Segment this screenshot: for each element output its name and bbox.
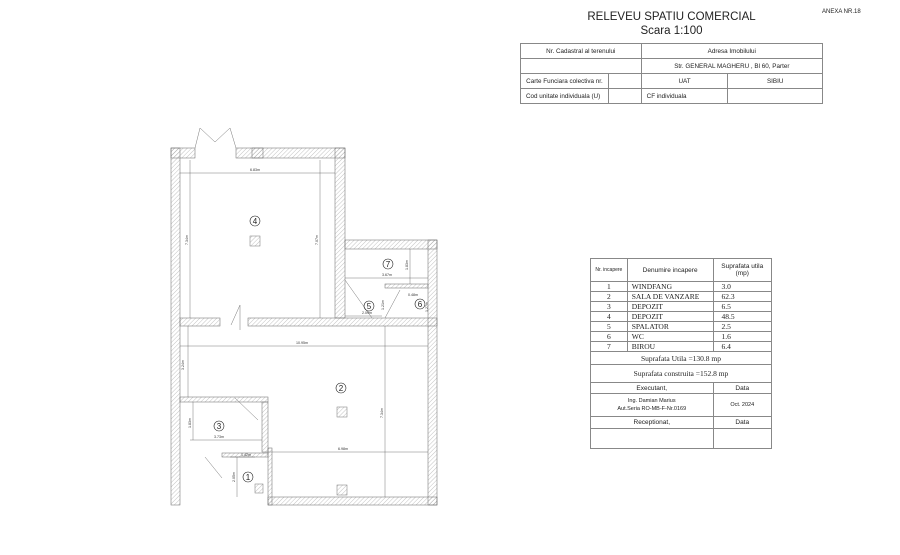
walls <box>170 147 438 506</box>
room-marker-circle <box>213 420 225 432</box>
room-marker-circle <box>242 471 254 483</box>
columns <box>249 235 348 496</box>
dim-r4-right-height: 7.07m <box>315 235 319 245</box>
header-area: Suprafata utila (mp) <box>712 258 772 282</box>
property-info-table: Nr. Cadastral al terenului Adresa Imobil… <box>520 43 824 104</box>
room-number: 4 <box>253 217 258 226</box>
room-number: 5 <box>367 302 372 311</box>
room-number: 1 <box>246 473 251 482</box>
executant-date: Oct. 2024 <box>712 393 772 417</box>
page-title: RELEVEU SPATIU COMERCIAL <box>587 11 756 23</box>
dim-r2-width: 10.95m <box>296 341 308 345</box>
header-nr: Nr. incapere <box>590 258 628 282</box>
dim-r2-left-height: 3.24m <box>181 360 185 370</box>
dimension-labels: 6.83m 7.34m 7.07m 3.67m 1.83m 2.09m 1.21… <box>181 168 429 482</box>
dim-r3-width: 3.73m <box>214 435 224 439</box>
dim-r6-width: 0.48m <box>408 293 418 297</box>
room-number: 6 <box>418 300 423 309</box>
dim-r6-height: 1.27m <box>425 302 429 312</box>
receptionat-signature <box>590 428 714 449</box>
cf-label: CF individuala <box>640 88 729 104</box>
room-number: 3 <box>217 422 222 431</box>
door-swings <box>194 127 401 479</box>
dim-r5-width: 2.09m <box>362 311 372 315</box>
room-number-markers: 1 2 3 4 5 6 7 <box>213 215 426 483</box>
dim-r2-lower-width: 6.98m <box>338 447 348 451</box>
dim-r4-width: 6.83m <box>250 168 260 172</box>
cf-value <box>727 88 823 104</box>
annex-label: ANEXA NR.18 <box>822 9 861 15</box>
room-marker-circle <box>249 215 261 227</box>
executant-name: Ing. Damian Marius <box>627 398 676 404</box>
dim-r7-width: 3.67m <box>382 273 392 277</box>
dimension-lines <box>180 160 428 497</box>
dim-r4-left-height: 7.34m <box>185 235 189 245</box>
room-marker-circle <box>335 382 347 394</box>
receptionat-date <box>712 428 772 449</box>
scale-label: Scara 1:100 <box>640 25 703 37</box>
rooms-table: Nr. incapere Denumire incapere Suprafata… <box>590 258 772 449</box>
room-marker-circle <box>414 298 426 310</box>
room-number: 2 <box>339 384 344 393</box>
room-marker-circle <box>363 300 375 312</box>
cod-unitate-label: Cod unitate individuala (U) <box>520 88 609 104</box>
dim-r7-height: 1.83m <box>405 260 409 270</box>
dim-r3-height: 1.83m <box>188 418 192 428</box>
dim-r1-width: 1.42m <box>241 453 251 457</box>
dim-r5-height: 1.21m <box>381 300 385 310</box>
dim-r1-height: 2.05m <box>232 472 236 482</box>
executant-id: Aut.Seria RO-MB-F-Nr.0169 <box>617 406 687 412</box>
dim-r2-right-height: 7.34m <box>380 408 384 418</box>
room-marker-circle <box>382 258 394 270</box>
room-number: 7 <box>386 260 391 269</box>
